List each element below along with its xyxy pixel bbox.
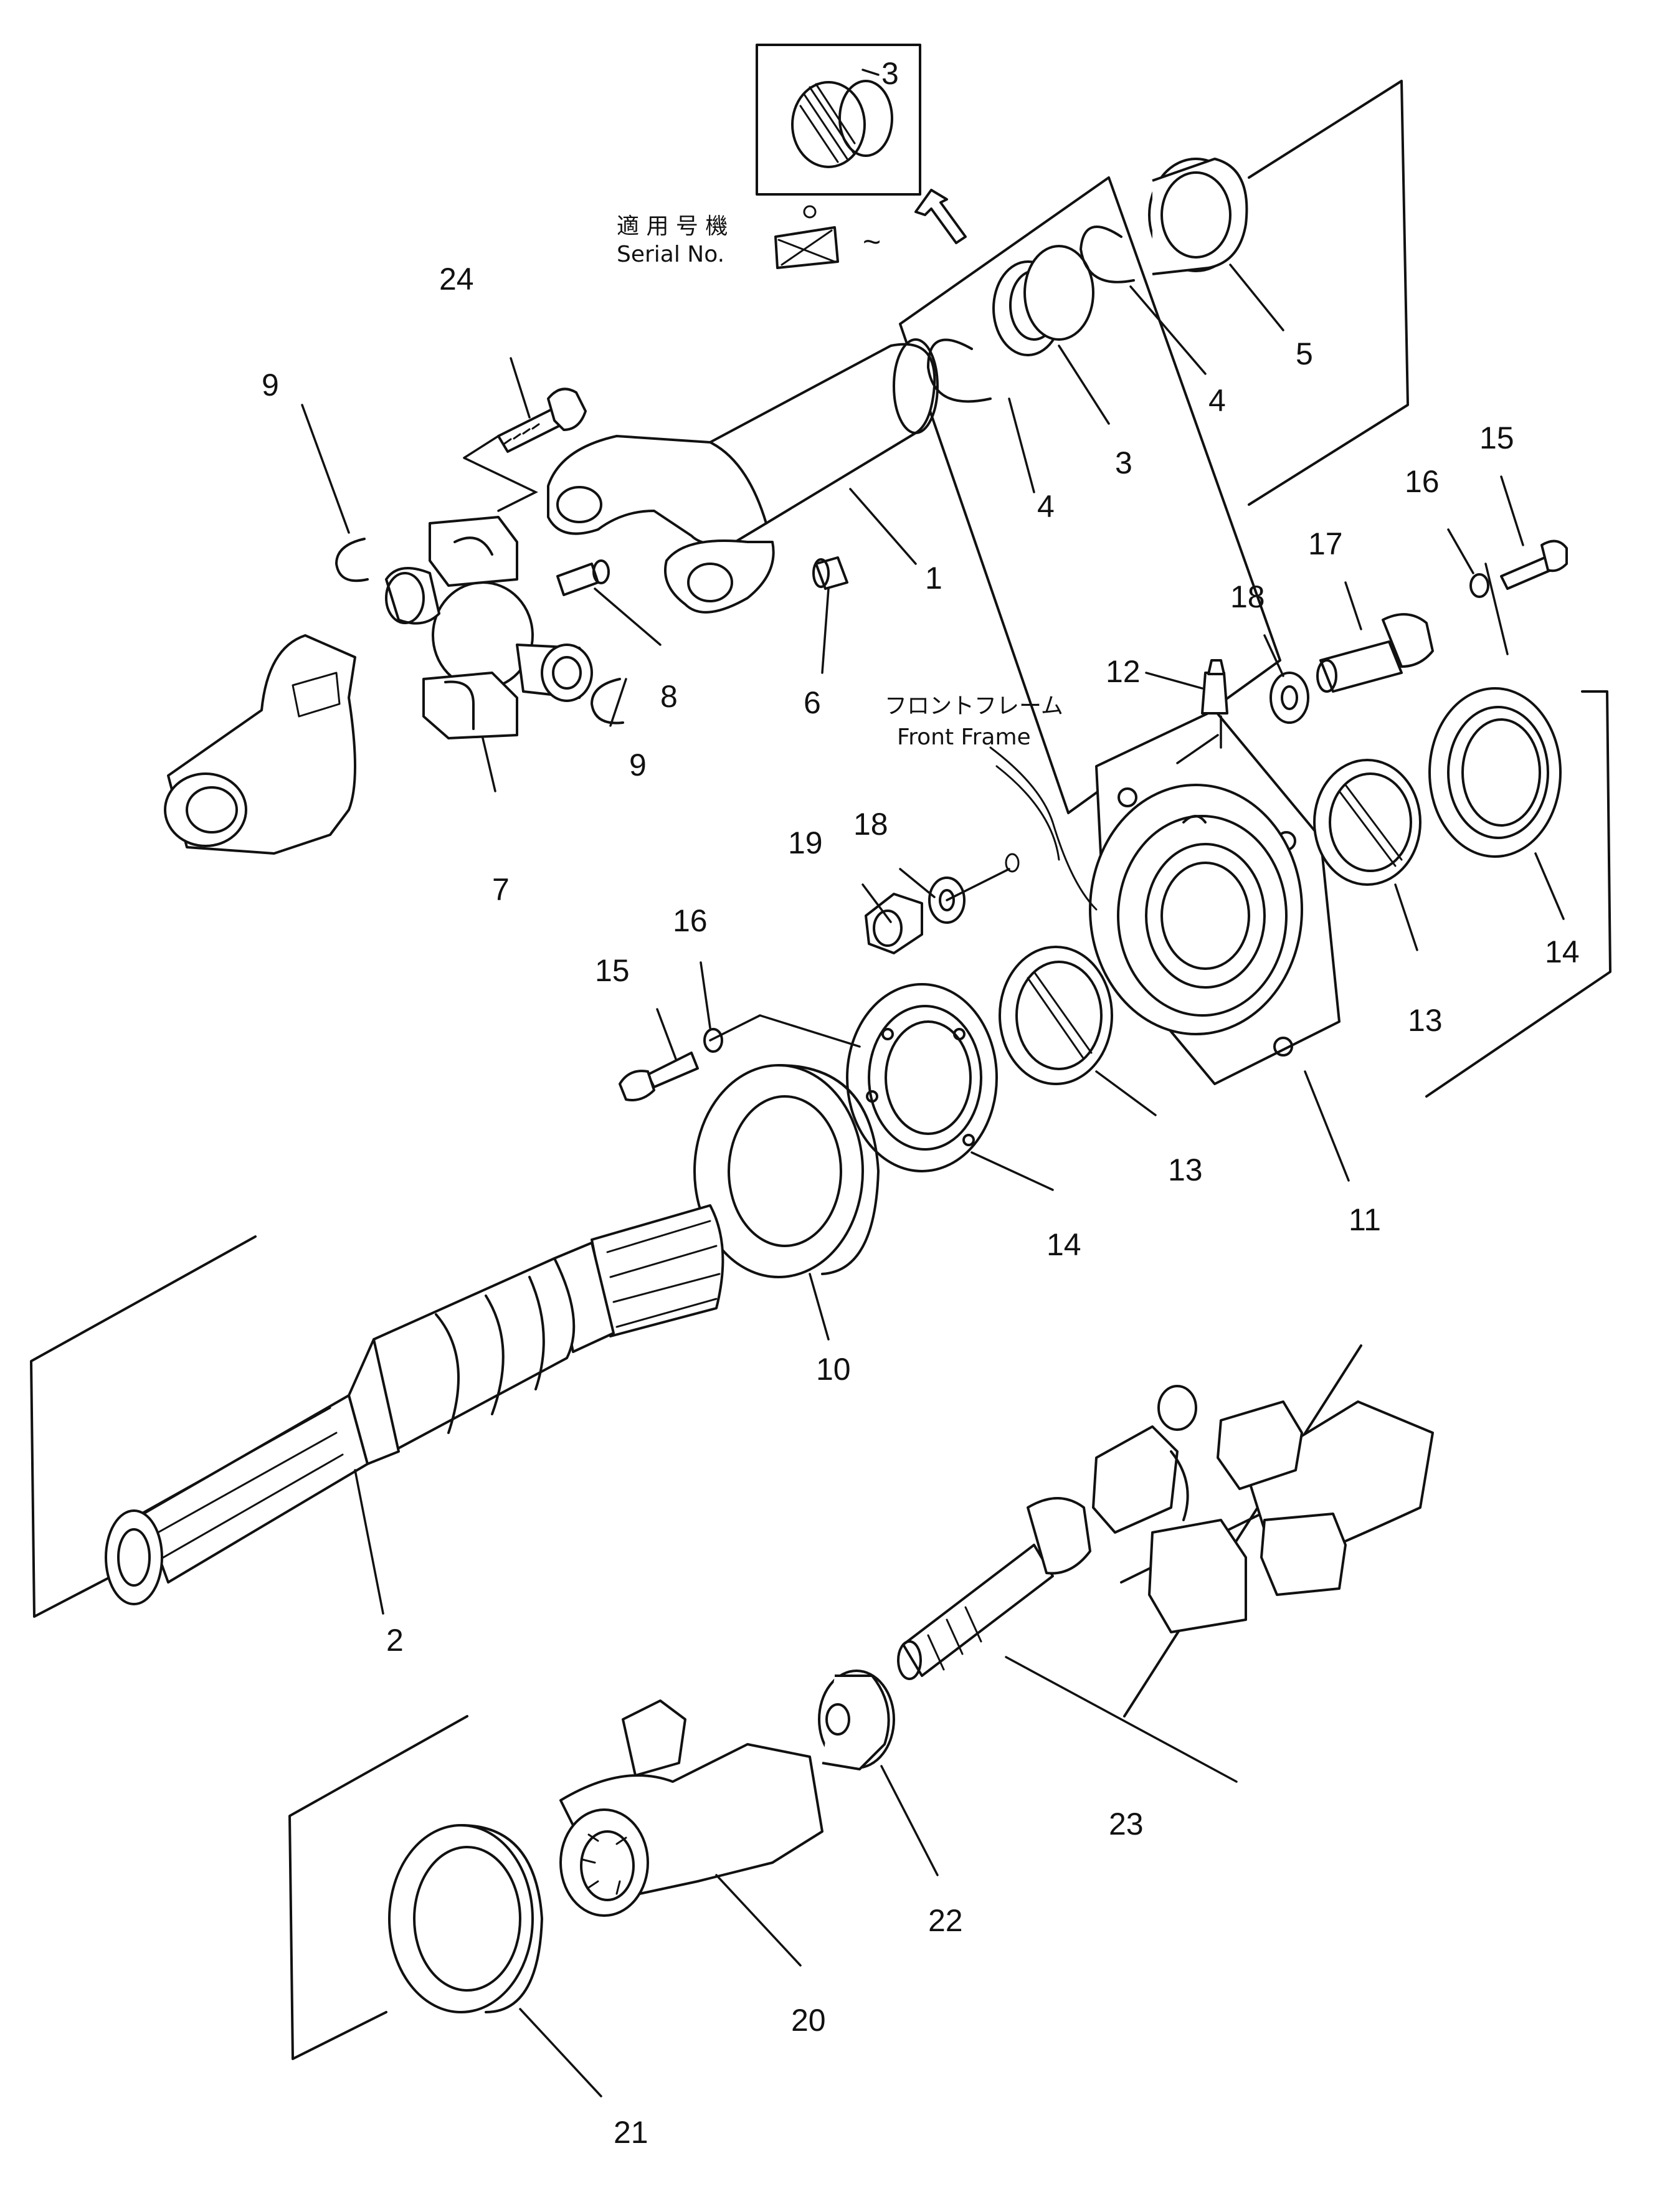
part-10-oil-seal: [693, 1064, 880, 1278]
part-12-grease-nipple: [1201, 659, 1228, 715]
group-bracket-upper-right: [1248, 80, 1409, 506]
callout-18-upper: 18: [1230, 579, 1265, 614]
callout-21: 21: [614, 2115, 648, 2150]
callout-15-upper: 15: [1479, 420, 1514, 455]
callout-16-lower: 16: [673, 903, 708, 938]
serial-note: 適 用 号 機 Serial No. ~: [617, 214, 881, 267]
part-1-tube-yoke: [547, 338, 939, 614]
callout-5: 5: [1296, 336, 1313, 371]
part-5-bearing: [1148, 158, 1248, 275]
callout-10: 10: [816, 1352, 851, 1387]
part-14-seal-right: [1428, 687, 1562, 858]
callout-9-upper: 9: [262, 368, 279, 402]
part-13-bearing-right: [1313, 759, 1421, 886]
part-11-bearing-housing: [1089, 709, 1341, 1085]
part-9-snap-ring-lower: [591, 678, 624, 724]
callout-1: 1: [925, 561, 942, 596]
part-3-bearing-cup: [992, 245, 1094, 356]
callout-6: 6: [804, 685, 821, 720]
part-4-snap-ring-b: [1080, 226, 1135, 283]
callout-16-upper: 16: [1405, 464, 1440, 499]
callout-11: 11: [1349, 1202, 1381, 1237]
part-16-lock-washer-lower: [703, 1028, 723, 1053]
part-22-washer: [818, 1670, 895, 1770]
part-18-washer-upper: [1269, 672, 1309, 724]
part-4-snap-ring-a: [927, 338, 992, 403]
front-frame-note: フロントフレーム Front Frame: [885, 693, 1063, 750]
group-bracket-shaft: [30, 1235, 257, 1618]
part-17-bolt: [1316, 613, 1434, 693]
callout-14-left: 14: [1046, 1227, 1081, 1262]
front-frame-note-jp: フロントフレーム: [885, 693, 1063, 719]
universal-joint-lower-right: [1092, 1385, 1434, 1633]
callout-4-left: 4: [1037, 489, 1055, 524]
part-2-splined-shaft: [105, 1204, 724, 1605]
serial-arrow-icon: [914, 189, 967, 244]
serial-note-jp: 適 用 号 機: [617, 214, 728, 239]
part-20-flange-yoke: [559, 1699, 823, 1917]
serial-tilde: ~: [863, 224, 881, 259]
part-15-bolt-lower: [619, 1052, 699, 1101]
callout-labels: 3 24 9 9 7 8 6 1 4 3 4 5 15 16 17 18 12 …: [262, 56, 1580, 2150]
serial-mark-icon: [774, 205, 839, 269]
callout-13-left: 13: [1168, 1152, 1203, 1187]
callout-14-right: 14: [1545, 934, 1580, 969]
front-frame-note-en: Front Frame: [897, 724, 1031, 750]
callout-3: 3: [1115, 445, 1132, 480]
part-24-bolt: [497, 387, 587, 453]
part-19-nut: [865, 893, 923, 954]
serial-note-en: Serial No.: [617, 242, 724, 267]
callout-7: 7: [492, 872, 510, 907]
front-frame-outline: [989, 746, 1098, 911]
group-bracket-bearing-kit: [899, 176, 1281, 814]
part-9-snap-ring-upper: [335, 538, 369, 582]
callout-8: 8: [660, 679, 678, 714]
part-14-seal-left: [846, 983, 998, 1172]
leader-lines: [301, 69, 1565, 2097]
callout-15-lower: 15: [595, 953, 630, 988]
part-6-fitting: [812, 556, 848, 590]
part-7-spider: [385, 516, 593, 739]
part-8-grease-fitting: [556, 559, 610, 596]
group-bracket-coupling: [288, 1715, 468, 2060]
part-16-lock-washer-upper: [1469, 573, 1489, 598]
callout-9-lower: 9: [629, 748, 647, 782]
callout-13-right: 13: [1408, 1003, 1443, 1038]
flange-yoke-left: [164, 634, 356, 855]
callout-17: 17: [1308, 526, 1343, 561]
callout-3-inset: 3: [881, 56, 899, 91]
part-13-bearing-left: [999, 946, 1113, 1085]
callout-18-lower: 18: [853, 807, 888, 842]
inset-detail-box: [756, 44, 921, 196]
callout-2: 2: [386, 1623, 404, 1658]
part-15-bolt-upper: [1500, 539, 1568, 590]
group-bracket-right: [1425, 690, 1611, 1098]
callout-22: 22: [928, 1903, 963, 1938]
callout-19: 19: [788, 825, 823, 860]
callout-20: 20: [791, 2003, 826, 2038]
part-21-seal: [388, 1824, 543, 2013]
callout-4-right: 4: [1208, 383, 1226, 418]
callout-12: 12: [1106, 654, 1141, 689]
callout-24: 24: [439, 262, 474, 297]
callout-23: 23: [1109, 1807, 1144, 1841]
part-23-bolt: [897, 1497, 1091, 1680]
